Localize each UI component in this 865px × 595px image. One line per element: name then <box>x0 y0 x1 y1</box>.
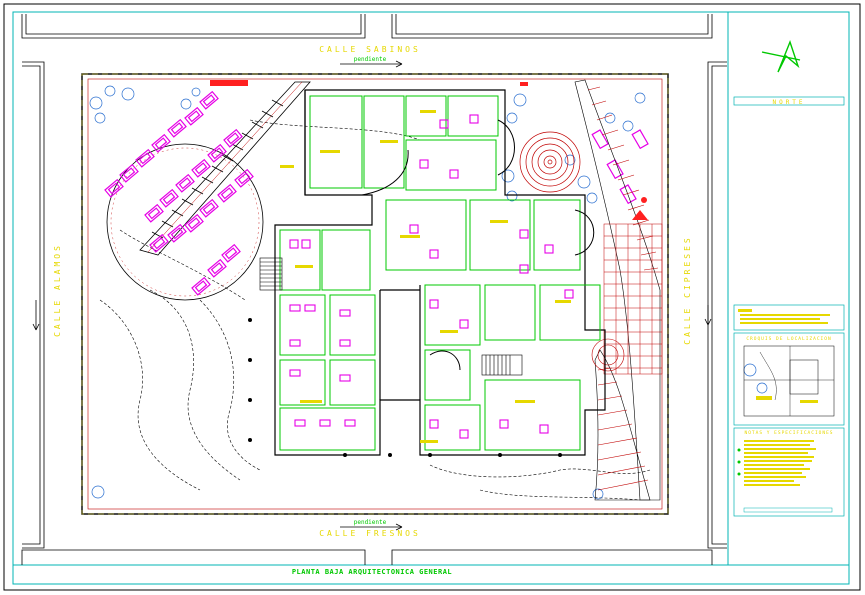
block-bottom-right <box>391 549 713 565</box>
street-label-left: CALLE ALAMOS <box>53 243 62 337</box>
sanitary-fixtures <box>289 114 574 439</box>
street-label-bottom: CALLE FRESNOS <box>319 529 421 538</box>
north-arrow-icon <box>761 39 801 73</box>
notes-specs-label: NOTAS Y ESPECIFICACIONES <box>744 430 833 436</box>
slope-indicator-bottom: pendiente <box>340 519 403 531</box>
spiral-garden <box>519 131 581 193</box>
parking-circle <box>106 143 264 301</box>
slope-indicator-right <box>704 305 712 326</box>
street-label-top: CALLE SABINOS <box>319 45 421 54</box>
room-outlines <box>279 95 601 451</box>
slope-label-bottom: pendiente <box>354 519 387 526</box>
block-left <box>22 61 45 549</box>
sheet-inner-border <box>12 11 850 585</box>
drawing-title: PLANTA BAJA ARQUITECTONICA GENERAL <box>292 568 452 576</box>
location-label: CROQUIS DE LOCALIZACION <box>746 336 831 342</box>
notes-box <box>733 304 845 331</box>
room-large-north <box>309 95 363 189</box>
slope-indicator-left <box>32 300 40 331</box>
block-top-left <box>21 14 366 39</box>
slope-label-top: pendiente <box>354 56 387 63</box>
slope-indicator-top: pendiente <box>340 56 403 68</box>
north-label: NORTE <box>772 99 805 106</box>
curved-lobby-walls <box>361 119 595 371</box>
north-label-box <box>733 96 845 106</box>
block-bottom-left <box>21 549 366 565</box>
terrain-contour-lines <box>99 119 651 501</box>
southeast-fan-ramp <box>591 338 651 501</box>
specifications-box: NOTAS Y ESPECIFICACIONES <box>733 427 845 517</box>
site-markers <box>210 80 648 220</box>
main-building-walls <box>274 89 606 456</box>
lamp-posts <box>248 318 562 457</box>
location-sketch-box: CROQUIS DE LOCALIZACION <box>733 332 845 426</box>
block-top-right <box>391 14 713 39</box>
vertical-circulation <box>259 257 523 376</box>
sheet-outer-border <box>3 3 861 591</box>
parking-cars <box>104 90 649 296</box>
specification-symbols <box>737 448 741 476</box>
street-label-right: CALLE CIPRESES <box>683 235 692 344</box>
east-hatched-plaza <box>603 223 663 375</box>
diagonal-access-ramp <box>139 81 311 256</box>
landscape-trees <box>89 85 768 500</box>
east-curved-ramp <box>574 79 661 501</box>
surrounding-blocks <box>21 14 727 565</box>
room-labels <box>280 110 571 443</box>
block-right <box>707 61 727 549</box>
